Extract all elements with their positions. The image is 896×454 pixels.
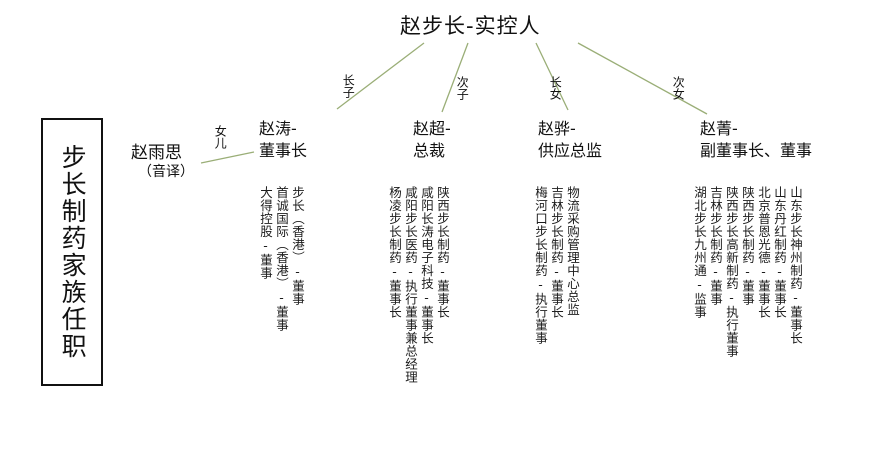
family-box: 步长制药家族任职 — [41, 118, 103, 386]
role-item: 山东步长神州制药-董事长 — [788, 186, 803, 345]
family-box-label: 步长制药家族任职 — [58, 144, 88, 360]
role-item: 大得控股-董事 — [258, 186, 273, 280]
role-item: 咸阳步长医药-执行董事兼总经理 — [403, 186, 418, 384]
role-item: 陕西步长高新制药-执行董事 — [724, 186, 739, 358]
edge-label-eldest-daughter: 长女 — [548, 76, 563, 100]
root-title: 赵步长-实控人 — [400, 14, 541, 38]
edge-line-second-daughter — [577, 42, 708, 115]
role-item: 首诚国际（香港）-董事 — [274, 186, 289, 332]
person-title-zhaotao: 董事长 — [259, 141, 308, 160]
person-name-zhaochao: 赵超- — [413, 119, 451, 138]
person-note-zhaoyusi: （音译） — [138, 164, 194, 180]
role-item: 步长（香港）-董事 — [290, 186, 305, 306]
role-item: 梅河口步长制药-执行董事 — [533, 186, 548, 345]
role-group-zhaohua: 物流采购管理中心总监 吉林步长制药-董事长 梅河口步长制药-执行董事 — [533, 186, 580, 436]
role-item: 山东丹红制药-董事长 — [772, 186, 787, 319]
person-name-zhaoyusi: 赵雨思 — [131, 143, 182, 163]
role-item: 咸阳长涛电子科技-董事长 — [419, 186, 434, 345]
edge-label-eldest-son: 长子 — [341, 74, 356, 98]
role-item: 物流采购管理中心总监 — [565, 186, 580, 316]
edge-label-daughter: 女儿 — [213, 125, 228, 149]
person-name-zhaohua: 赵骅- — [538, 119, 576, 138]
role-item: 陕西步长制药-董事 — [740, 186, 755, 306]
person-name-zhaojing: 赵菁- — [700, 119, 738, 138]
person-name-zhaotao: 赵涛- — [259, 119, 297, 138]
role-item: 湖北步长九州通-监事 — [692, 186, 707, 319]
role-item: 杨凌步长制药-董事长 — [387, 186, 402, 319]
role-item: 北京普恩光德-董事长 — [756, 186, 771, 319]
edge-label-second-daughter: 次女 — [671, 76, 686, 100]
role-item: 吉林步长制药-董事长 — [549, 186, 564, 319]
person-title-zhaohua: 供应总监 — [538, 141, 603, 160]
person-title-zhaojing: 副董事长、董事 — [700, 141, 813, 160]
role-item: 吉林步长制药-董事 — [708, 186, 723, 306]
role-group-zhaochao: 陕西步长制药-董事长 咸阳长涛电子科技-董事长 咸阳步长医药-执行董事兼总经理 … — [387, 186, 450, 436]
role-group-zhaotao: 步长（香港）-董事 首诚国际（香港）-董事 大得控股-董事 — [258, 186, 305, 436]
edge-line-daughter — [200, 151, 255, 164]
role-group-zhaojing: 山东步长神州制药-董事长 山东丹红制药-董事长 北京普恩光德-董事长 陕西步长制… — [692, 186, 803, 436]
role-item: 陕西步长制药-董事长 — [435, 186, 450, 319]
edge-label-second-son: 次子 — [455, 76, 470, 100]
person-title-zhaochao: 总裁 — [413, 141, 446, 160]
